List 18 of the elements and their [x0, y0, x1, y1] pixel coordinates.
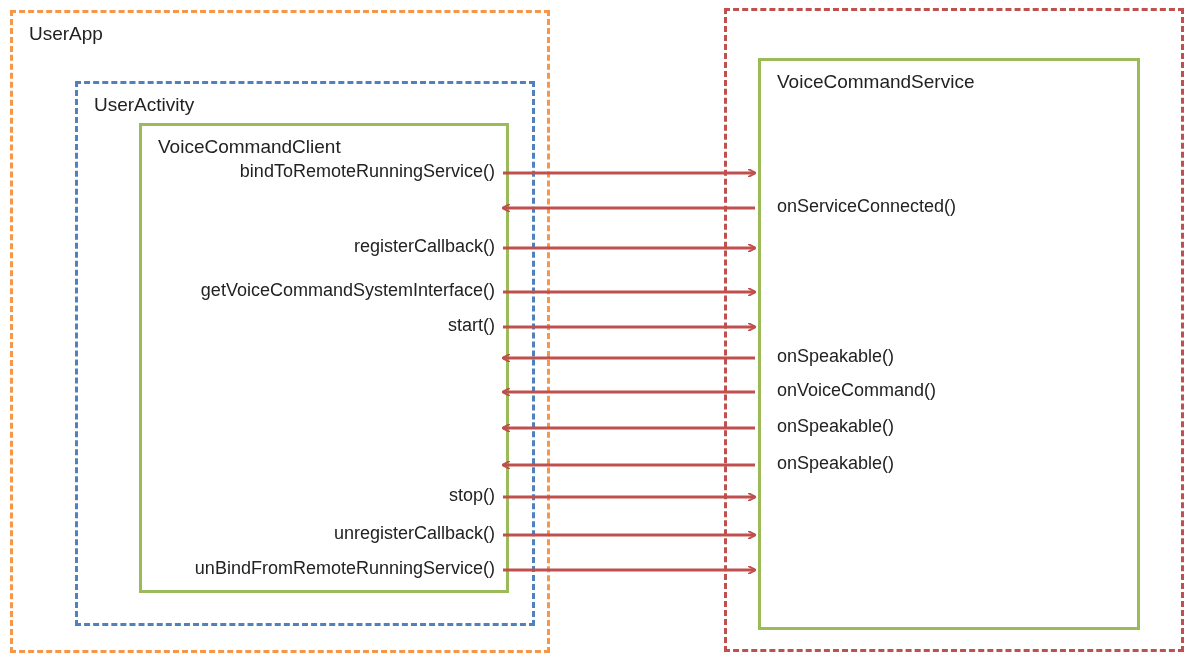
arrow	[503, 322, 757, 332]
arrow	[503, 168, 757, 178]
arrow	[503, 492, 757, 502]
component-name: VoiceCommandClient	[158, 136, 341, 158]
arrow	[503, 243, 757, 253]
component-name: UserActivity	[94, 94, 195, 116]
component-name: VoiceCommandService	[777, 71, 975, 93]
component-box	[758, 58, 1140, 630]
arrow	[503, 565, 757, 575]
arrow	[501, 460, 755, 470]
component-name: UserApp	[29, 23, 103, 45]
arrow	[501, 353, 755, 363]
arrow	[501, 387, 755, 397]
component-box	[139, 123, 509, 593]
arrow	[501, 423, 755, 433]
arrow	[503, 530, 757, 540]
arrow	[501, 203, 755, 213]
arrow	[503, 287, 757, 297]
